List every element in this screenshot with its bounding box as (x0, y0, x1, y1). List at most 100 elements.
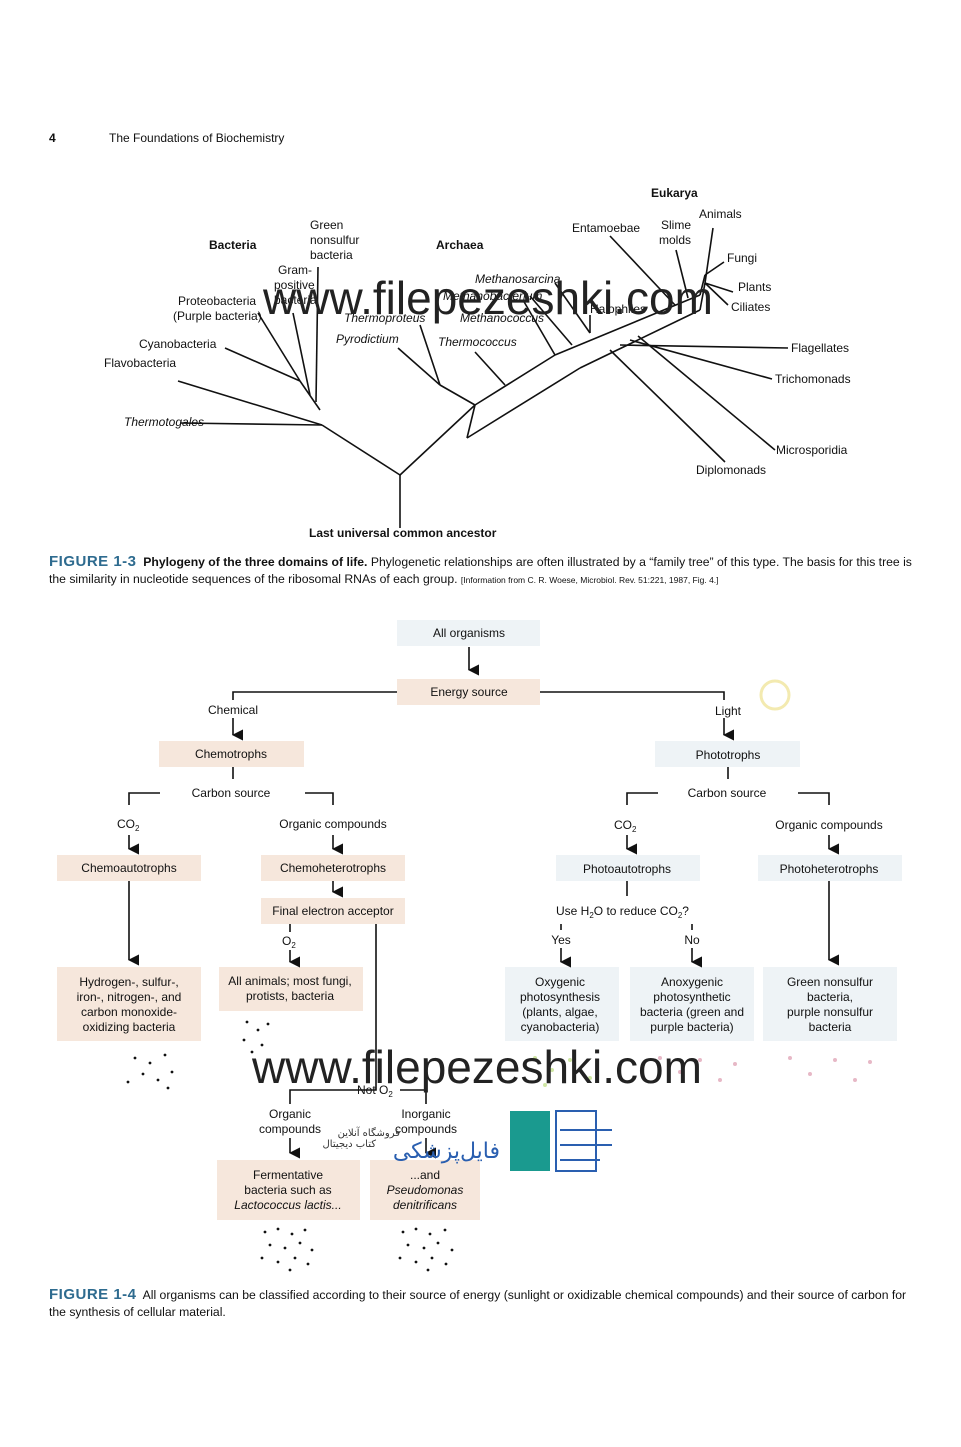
classification-flowchart (57, 620, 902, 1220)
box-chemotrophs (159, 741, 304, 767)
taxon-gram-positive-2: positive (274, 278, 315, 292)
label-carbon-source-left: Carbon source (192, 786, 271, 800)
box-energy-source (397, 679, 540, 705)
photohetero-example-4: bacteria (809, 1020, 852, 1034)
flowchart-connectors (127, 647, 840, 1159)
figure-1-4-text: All organisms can be classified accordin… (49, 1288, 907, 1319)
label-co2-left: CO2 (117, 817, 140, 833)
figure-1-4-label: FIGURE 1-4 (49, 1286, 137, 1303)
taxon-gram-positive-1: Gram- (278, 263, 312, 277)
taxon-methanococcus: Methanococcus (460, 311, 544, 325)
figure-1-3-title: Phylogeny of the three domains of life. (143, 555, 368, 569)
branch-green-nonsulfur (315, 266, 319, 403)
taxon-fungi: Fungi (727, 251, 757, 265)
branch-cyanobacteria (224, 347, 301, 382)
taxon-thermotogales: Thermotogales (124, 415, 204, 429)
anoxygenic-2: photosynthetic (653, 990, 730, 1004)
label-photoautotrophs: Photoautotrophs (583, 862, 671, 876)
box-oxygenic (505, 967, 619, 1041)
watermark-logo: فایل‌پزشکی فروشگاه آنلاین کتاب دیجیتال (323, 1110, 612, 1172)
box-chemoauto-examples (57, 967, 201, 1041)
label-yes: Yes (551, 933, 571, 947)
dots-pseudomonas (398, 1227, 454, 1272)
phylogenetic-tree (177, 227, 789, 528)
label-all-organisms: All organisms (433, 626, 505, 640)
dots-photohetero (788, 1056, 872, 1082)
photohetero-example-2: bacteria, (807, 990, 853, 1004)
taxon-cyanobacteria: Cyanobacteria (139, 337, 217, 351)
taxon-pyrodictium: Pyrodictium (336, 332, 399, 346)
label-energy-source: Energy source (430, 685, 508, 699)
box-anoxygenic (630, 967, 754, 1041)
dots-chemoauto (126, 1053, 174, 1090)
label-not-o2: Not O2 (357, 1083, 393, 1099)
label-organic-compounds-left: Organic compounds (279, 817, 386, 831)
label-phototrophs: Phototrophs (696, 748, 761, 762)
taxon-gram-positive-3: bacteria (274, 293, 317, 307)
taxon-flavobacteria: Flavobacteria (104, 356, 176, 370)
taxon-ciliates: Ciliates (731, 300, 770, 314)
oxygenic-2: photosynthesis (520, 990, 600, 1004)
tree-root-label: Last universal common ancestor (309, 526, 497, 540)
chemohetero-example-2: protists, bacteria (246, 989, 334, 1003)
figure-1-3-caption: FIGURE 1-3 Phylogeny of the three domain… (49, 553, 914, 589)
figure-1-4-caption: FIGURE 1-4 All organisms can be classifi… (49, 1286, 914, 1321)
box-chemoautotrophs (57, 855, 201, 881)
box-phototrophs (655, 741, 800, 767)
taxon-methanobacterium: Methanobacterium (443, 289, 542, 303)
figure-1-3-source: [Information from C. R. Woese, Microbiol… (460, 575, 719, 585)
label-chemoheterotrophs: Chemoheterotrophs (280, 861, 386, 875)
label-chemical: Chemical (208, 703, 258, 717)
label-final-electron-acceptor: Final electron acceptor (272, 904, 393, 918)
label-chemotrophs: Chemotrophs (195, 747, 267, 761)
label-chemoautotrophs: Chemoautotrophs (81, 861, 176, 875)
anoxygenic-1: Anoxygenic (661, 975, 723, 989)
photohetero-example-3: purple nonsulfur (787, 1005, 873, 1019)
taxon-halophiles: Halophiles (590, 302, 646, 316)
figure-1-3-text: Phylogenetic relationships are often ill… (49, 555, 912, 586)
tree-archaea-eukarya-branch (399, 404, 476, 476)
figure-1-3-label: FIGURE 1-3 (49, 553, 137, 570)
domain-archaea: Archaea (436, 238, 484, 252)
inorganic-compounds-1: Inorganic (401, 1107, 450, 1121)
anoxygenic-4: purple bacteria) (650, 1020, 733, 1034)
taxon-entamoebae: Entamoebae (572, 221, 640, 235)
taxon-green-nonsulfur-3: bacteria (310, 248, 353, 262)
box-chemohetero-examples (219, 967, 363, 1011)
taxon-flagellates: Flagellates (791, 341, 849, 355)
tree-bacteria-branch (321, 424, 401, 476)
taxon-thermococcus: Thermococcus (438, 335, 517, 349)
domain-bacteria: Bacteria (209, 238, 257, 252)
taxon-animals: Animals (699, 207, 742, 221)
branch-proteobacteria (257, 312, 301, 382)
label-light: Light (715, 704, 742, 718)
fermentative-3: Lactococcus lactis... (234, 1198, 341, 1212)
fermentative-1: Fermentative (253, 1168, 323, 1182)
taxon-methanosarcina: Methanosarcina (475, 272, 561, 286)
branch-gram-positive (292, 312, 311, 396)
pseudomonas-3: denitrificans (393, 1198, 457, 1212)
chemoauto-example-3: carbon monoxide- (81, 1005, 177, 1019)
oxygenic-3: (plants, algae, (522, 1005, 597, 1019)
box-photoheterotrophs (758, 855, 902, 881)
domain-eukarya: Eukarya (651, 186, 698, 200)
oxygenic-1: Oxygenic (535, 975, 585, 989)
dots-fermentative (260, 1227, 314, 1272)
pseudomonas-1: ...and (410, 1168, 440, 1182)
taxon-slime-molds-1: Slime (661, 218, 691, 232)
taxon-green-nonsulfur-1: Green (310, 218, 343, 232)
box-all-organisms (397, 620, 540, 646)
sun-icon (759, 679, 791, 711)
taxon-green-nonsulfur-2: nonsulfur (310, 233, 359, 247)
dots-oxygenic (533, 1056, 592, 1087)
dots-anoxygenic (658, 1056, 737, 1082)
box-photoautotrophs (556, 855, 700, 881)
label-photoheterotrophs: Photoheterotrophs (780, 862, 879, 876)
inorganic-compounds-2: compounds (395, 1122, 457, 1136)
label-co2-right: CO2 (614, 818, 637, 834)
organic-compounds-2: compounds (259, 1122, 321, 1136)
taxon-proteobacteria-1: Proteobacteria (178, 294, 256, 308)
branch-thermotogales (179, 422, 323, 426)
box-final-electron-acceptor (261, 898, 405, 924)
